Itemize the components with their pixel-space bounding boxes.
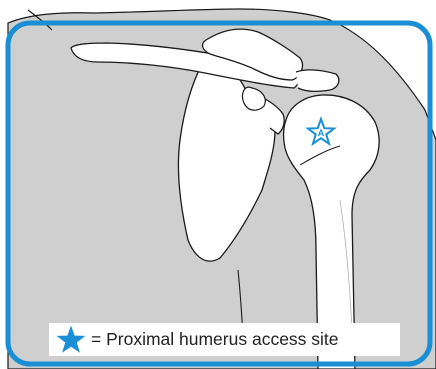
legend-label: = Proximal humerus access site — [91, 329, 339, 350]
star-icon — [55, 324, 87, 356]
marker-letter: A — [318, 128, 325, 138]
legend: = Proximal humerus access site — [49, 323, 400, 356]
acromion-tip — [296, 70, 339, 91]
